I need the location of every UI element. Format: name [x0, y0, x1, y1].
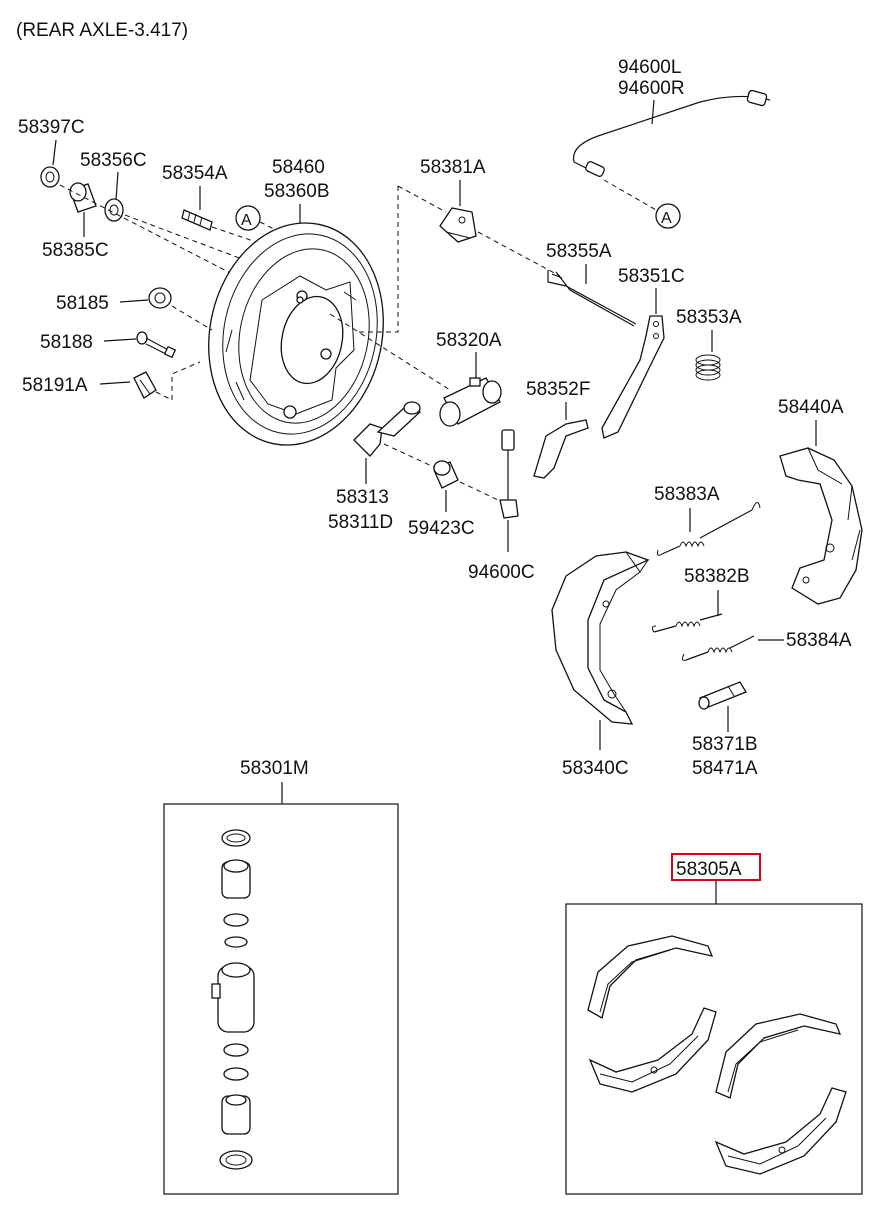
strut-rod-58355A-part — [547, 270, 637, 327]
brake-pipe-94600C-part — [499, 429, 519, 519]
label-94600C[interactable]: 94600C — [468, 562, 535, 583]
label-58305A[interactable]: 58305A — [676, 859, 742, 880]
label-58313[interactable]: 58313 — [336, 487, 389, 508]
label-58311D[interactable]: 58311D — [328, 512, 393, 533]
washer-58356C-part — [104, 198, 124, 222]
label-58354A[interactable]: 58354A — [162, 163, 228, 184]
diagram-title: (REAR AXLE-3.417) — [16, 20, 188, 41]
adjuster-plate-58352F-part — [533, 419, 589, 479]
bolt-58354A-part — [181, 209, 213, 231]
label-58471A[interactable]: 58471A — [692, 758, 758, 779]
label-58353A[interactable]: 58353A — [676, 307, 742, 328]
label-58352F[interactable]: 58352F — [526, 379, 590, 400]
label-58460[interactable]: 58460 — [272, 157, 325, 178]
label-58191A[interactable]: 58191A — [22, 375, 88, 396]
kit-box-58301M — [163, 803, 399, 1195]
pin-58371B-part — [698, 681, 747, 710]
label-58371B[interactable]: 58371B — [692, 734, 758, 755]
nut-58397C-part — [40, 166, 60, 188]
brake-shoe-58340C-part — [551, 551, 650, 725]
label-58185[interactable]: 58185 — [56, 293, 109, 314]
brake-shoe-58440A-part — [779, 447, 863, 605]
label-58381A[interactable]: 58381A — [420, 157, 486, 178]
plug-58185-part — [148, 287, 172, 309]
label-58397C[interactable]: 58397C — [18, 117, 85, 138]
label-58385C[interactable]: 58385C — [42, 240, 109, 261]
bushing-58385C-part — [69, 182, 97, 213]
label-58383A[interactable]: 58383A — [654, 484, 720, 505]
bushing-59423C-part — [433, 460, 459, 489]
label-58356C[interactable]: 58356C — [80, 150, 147, 171]
label-58382B[interactable]: 58382B — [684, 566, 750, 587]
label-94600R[interactable]: 94600R — [618, 78, 685, 99]
pin-58188-part — [136, 331, 177, 359]
parking-lever-58313-part — [353, 401, 421, 457]
wheel-cylinder-kit-parts — [211, 829, 255, 1170]
callout-a-drum: A — [235, 205, 261, 231]
lever-58351C-part — [601, 315, 665, 439]
kit-box-58305A — [565, 903, 863, 1195]
backing-plate-part — [208, 222, 384, 446]
label-94600L[interactable]: 94600L — [618, 57, 681, 78]
wheel-cylinder-58320A-part — [439, 377, 502, 427]
label-58340C[interactable]: 58340C — [562, 758, 629, 779]
label-59423C[interactable]: 59423C — [408, 518, 475, 539]
label-58384A[interactable]: 58384A — [786, 630, 852, 651]
label-58360B[interactable]: 58360B — [264, 181, 330, 202]
spring-58384A-part — [681, 635, 755, 661]
label-58188[interactable]: 58188 — [40, 332, 93, 353]
spring-58382B-part — [651, 613, 723, 633]
label-58440A[interactable]: 58440A — [778, 397, 844, 418]
callout-a-hose: A — [655, 203, 681, 229]
spring-58353A-part — [695, 354, 721, 381]
brake-shoe-set-parts — [587, 935, 847, 1175]
svg-text:A: A — [241, 212, 252, 229]
svg-text:A: A — [661, 210, 672, 227]
label-58320A[interactable]: 58320A — [436, 330, 502, 351]
spring-58383A-part — [657, 502, 761, 556]
label-58351C[interactable]: 58351C — [618, 266, 685, 287]
label-58355A[interactable]: 58355A — [546, 241, 612, 262]
bracket-58381A-part — [439, 207, 477, 243]
label-58301M[interactable]: 58301M — [240, 758, 309, 779]
clip-58191A-part — [133, 371, 157, 399]
brake-hose-94600-part — [572, 89, 771, 177]
